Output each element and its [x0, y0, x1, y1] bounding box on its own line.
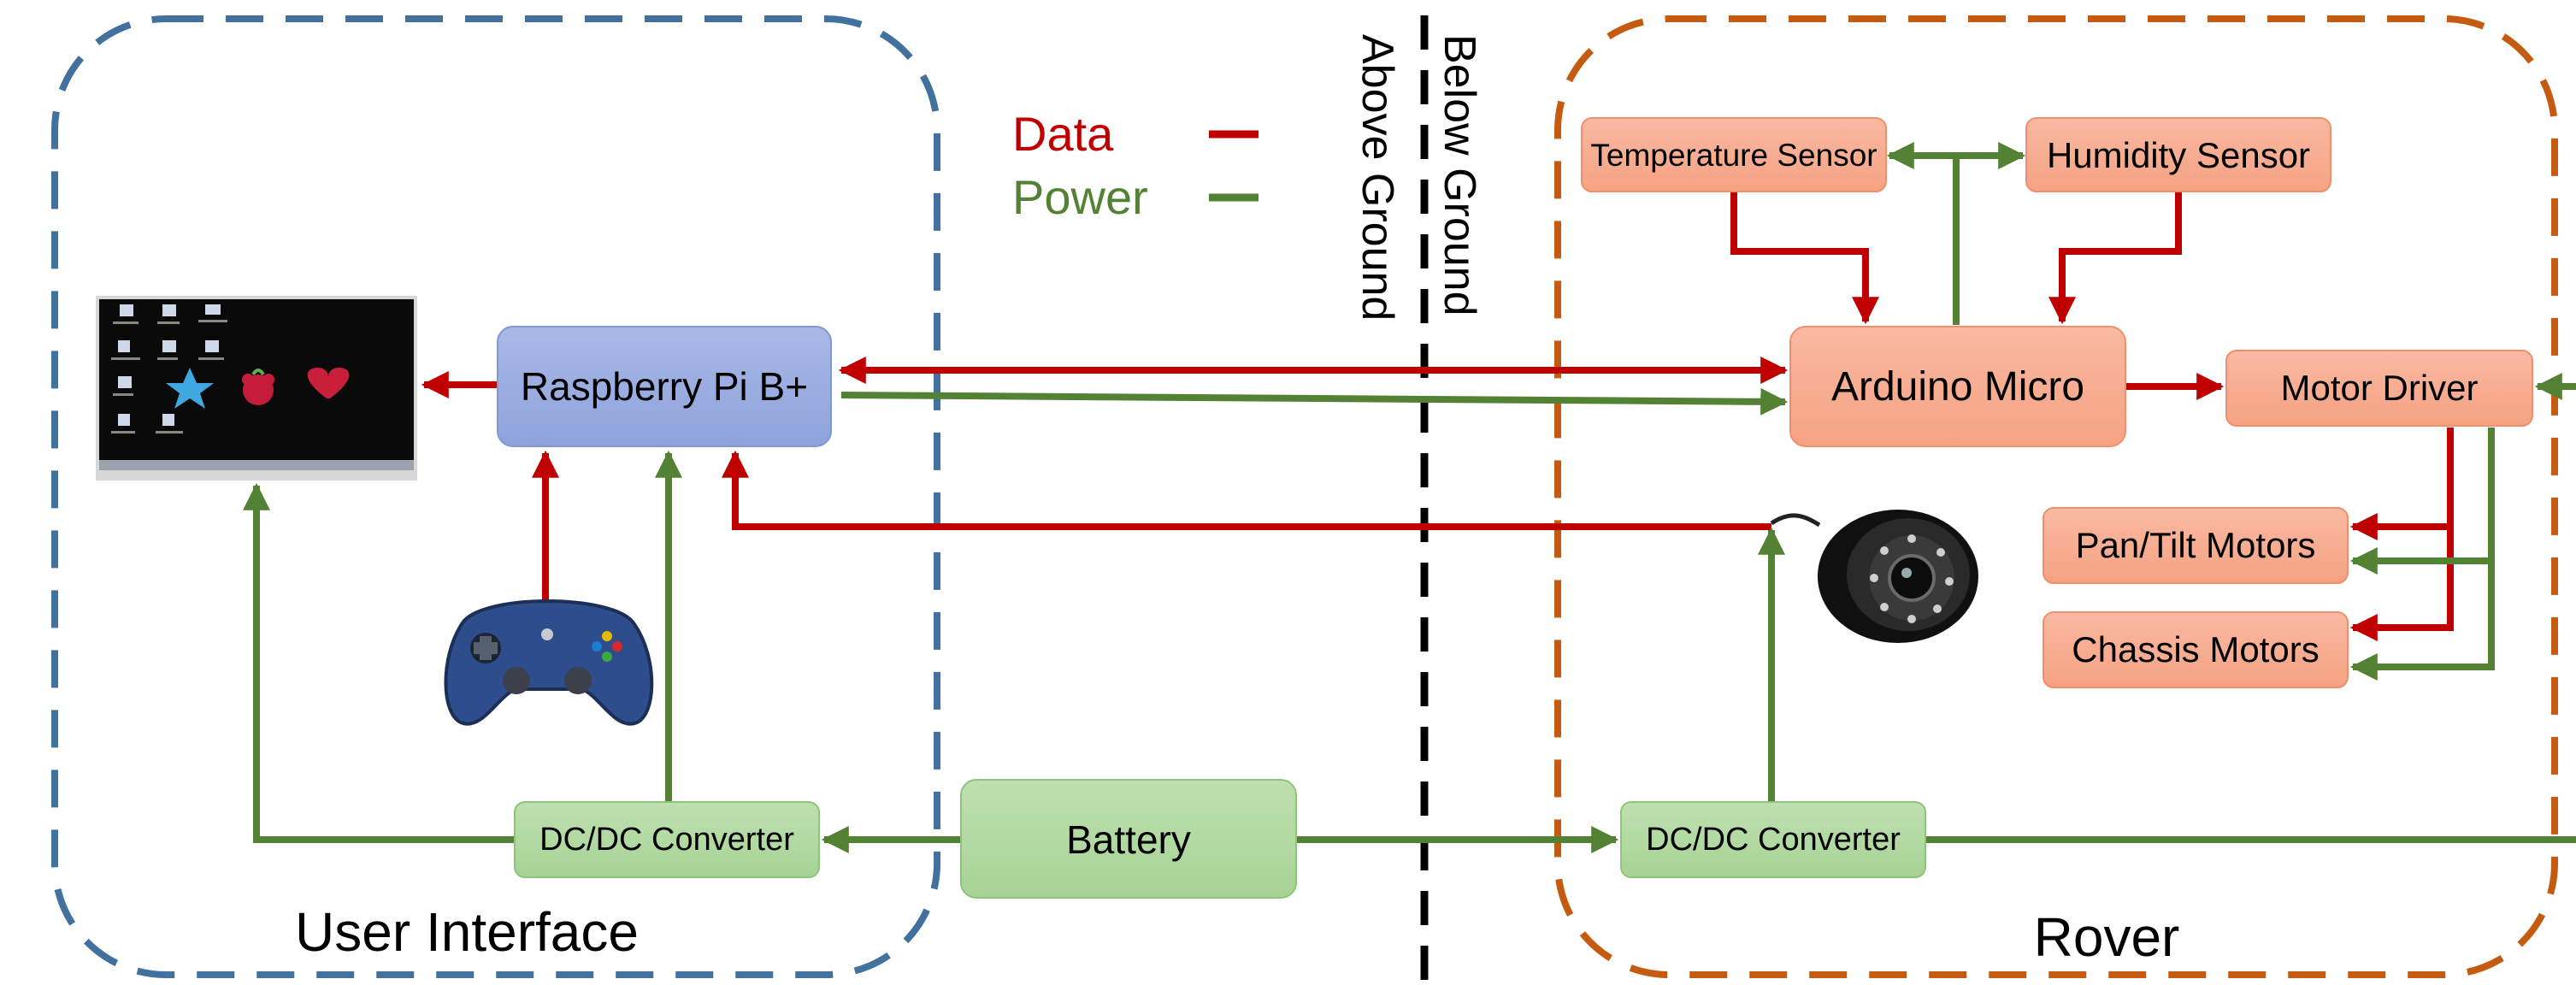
dcdc-converter-rover-block: DC/DC Converter	[1620, 801, 1926, 878]
user-interface-region	[51, 15, 940, 978]
data-temp-to-arduino	[1730, 192, 1879, 325]
data-driver-to-pantilt	[2349, 428, 2454, 540]
dcdc-converter-ui-block: DC/DC Converter	[514, 801, 820, 878]
data-connections	[421, 192, 2454, 641]
data-humidity-to-arduino	[2048, 192, 2182, 325]
above-ground-label: Above Ground	[1353, 34, 1402, 321]
dcdc-converter-ui-label: DC/DC Converter	[539, 822, 794, 858]
power-pi-to-arduino	[840, 387, 1789, 416]
dcdc-converter-rover-label: DC/DC Converter	[1646, 822, 1901, 858]
touchscreen-display-icon	[96, 296, 417, 481]
chassis-motors-block: Chassis Motors	[2043, 611, 2349, 688]
humidity-sensor-label: Humidity Sensor	[2047, 135, 2310, 175]
power-driver-to-pantilt	[2349, 428, 2495, 575]
raspberry-pi-label: Raspberry Pi B+	[521, 364, 808, 409]
pan-tilt-motors-block: Pan/Tilt Motors	[2043, 507, 2349, 584]
temperature-sensor-label: Temperature Sensor	[1590, 138, 1877, 173]
arduino-block: Arduino Micro	[1789, 326, 2126, 447]
battery-block: Battery	[960, 779, 1297, 899]
legend-data-label: Data	[1012, 107, 1114, 161]
battery-label: Battery	[1066, 817, 1191, 862]
legend-power-label: Power	[1012, 170, 1148, 224]
raspberry-pi-block: Raspberry Pi B+	[497, 326, 832, 447]
power-driver-to-chassis	[2349, 561, 2495, 681]
user-interface-label: User Interface	[295, 901, 639, 963]
rover-region	[1554, 15, 2558, 978]
data-camera-to-pi	[722, 450, 1771, 530]
camera-icon	[1770, 510, 1978, 643]
gamepad-controller-icon	[444, 599, 654, 726]
humidity-sensor-block: Humidity Sensor	[2025, 117, 2331, 192]
rover-label: Rover	[2034, 906, 2180, 968]
chassis-motors-label: Chassis Motors	[2072, 629, 2319, 669]
temperature-sensor-block: Temperature Sensor	[1581, 117, 1887, 192]
data-driver-to-chassis	[2349, 527, 2454, 641]
arduino-label: Arduino Micro	[1831, 364, 2084, 410]
power-dcdc-to-screen	[243, 482, 515, 843]
below-ground-label: Below Ground	[1435, 34, 1484, 316]
power-connections	[243, 142, 2576, 853]
pan-tilt-motors-label: Pan/Tilt Motors	[2076, 525, 2316, 565]
motor-driver-block: Motor Driver	[2225, 350, 2533, 427]
motor-driver-label: Motor Driver	[2280, 368, 2478, 408]
